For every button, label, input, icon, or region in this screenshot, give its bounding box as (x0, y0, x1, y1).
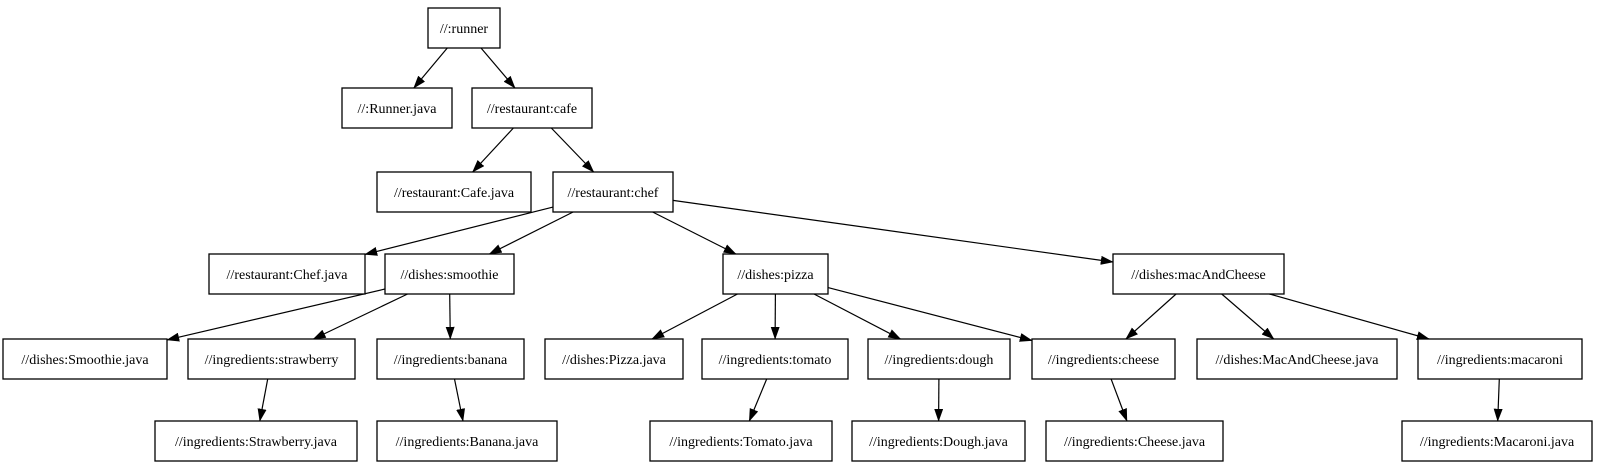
edge-smoothie-to-banana (445, 293, 455, 340)
edge-cheese-to-cheese-java (1110, 378, 1128, 422)
node-dough-java: //ingredients:Dough.java (851, 420, 1026, 462)
node-label-chef-java: //restaurant:Chef.java (227, 268, 349, 283)
node-tomato: //ingredients:tomato (701, 338, 849, 380)
node-label-smoothie: //dishes:smoothie (401, 268, 499, 283)
edge-banana-to-banana-java (453, 378, 465, 422)
node-label-strawberry: //ingredients:strawberry (205, 353, 339, 368)
node-label-cheese: //ingredients:cheese (1048, 353, 1159, 368)
edge-chef-to-chef-java (364, 206, 554, 256)
node-cafe: //restaurant:cafe (471, 87, 593, 129)
node-label-banana-java: //ingredients:Banana.java (396, 435, 539, 450)
node-label-mac-and-cheese: //dishes:macAndCheese (1131, 268, 1266, 283)
edge-runner-to-runner-java (413, 47, 448, 89)
edge-pizza-to-dough (813, 293, 902, 340)
node-label-cafe-java: //restaurant:Cafe.java (394, 186, 515, 201)
node-chef: //restaurant:chef (552, 171, 674, 213)
node-pizza-java: //dishes:Pizza.java (544, 338, 684, 380)
edge-chef-to-pizza (652, 211, 737, 255)
node-label-dough: //ingredients:dough (885, 353, 994, 368)
edge-tomato-to-tomato-java (748, 378, 768, 422)
node-label-pizza-java: //dishes:Pizza.java (562, 353, 667, 368)
node-chef-java: //restaurant:Chef.java (208, 253, 366, 295)
node-label-banana: //ingredients:banana (394, 353, 508, 368)
node-label-pizza: //dishes:pizza (737, 268, 814, 283)
edge-smoothie-to-smoothie-java (166, 288, 386, 342)
edge-macaroni-to-macaroni-java (1493, 378, 1503, 422)
edge-runner-to-cafe (480, 47, 516, 89)
node-cheese: //ingredients:cheese (1031, 338, 1176, 380)
node-label-runner-java: //:Runner.java (358, 102, 438, 117)
node-macaroni-java: //ingredients:Macaroni.java (1401, 420, 1593, 462)
node-runner-java: //:Runner.java (341, 87, 453, 129)
edge-pizza-to-pizza-java (651, 293, 738, 340)
node-strawberry-java: //ingredients:Strawberry.java (154, 420, 358, 462)
edge-cafe-to-cafe-java (472, 127, 514, 173)
node-label-strawberry-java: //ingredients:Strawberry.java (175, 435, 338, 450)
node-smoothie: //dishes:smoothie (384, 253, 515, 295)
edge-chef-to-mac-and-cheese (672, 199, 1114, 265)
node-label-smoothie-java: //dishes:Smoothie.java (21, 353, 149, 368)
node-label-chef: //restaurant:chef (568, 186, 659, 201)
node-label-tomato-java: //ingredients:Tomato.java (669, 435, 813, 450)
node-label-mac-and-cheese-java: //dishes:MacAndCheese.java (1216, 353, 1380, 368)
edge-chef-to-smoothie (488, 211, 574, 255)
node-label-macaroni: //ingredients:macaroni (1437, 353, 1563, 368)
edge-smoothie-to-strawberry (312, 293, 408, 340)
node-pizza: //dishes:pizza (722, 253, 829, 295)
node-banana: //ingredients:banana (376, 338, 525, 380)
edge-cafe-to-chef (550, 127, 595, 173)
node-cheese-java: //ingredients:Cheese.java (1045, 420, 1224, 462)
node-cafe-java: //restaurant:Cafe.java (376, 171, 532, 213)
node-label-dough-java: //ingredients:Dough.java (869, 435, 1009, 450)
node-smoothie-java: //dishes:Smoothie.java (2, 338, 168, 380)
edge-mac-and-cheese-to-mac-and-cheese-java (1221, 293, 1275, 340)
node-dough: //ingredients:dough (867, 338, 1011, 380)
edge-mac-and-cheese-to-cheese (1125, 293, 1177, 340)
node-label-runner: //:runner (440, 22, 489, 37)
edge-strawberry-to-strawberry-java (257, 378, 269, 422)
node-tomato-java: //ingredients:Tomato.java (649, 420, 833, 462)
node-mac-and-cheese-java: //dishes:MacAndCheese.java (1196, 338, 1398, 380)
node-banana-java: //ingredients:Banana.java (376, 420, 558, 462)
node-label-cheese-java: //ingredients:Cheese.java (1064, 435, 1206, 450)
edge-mac-and-cheese-to-macaroni (1269, 293, 1430, 341)
node-macaroni: //ingredients:macaroni (1417, 338, 1583, 380)
node-label-cafe: //restaurant:cafe (487, 102, 577, 117)
node-label-tomato: //ingredients:tomato (719, 353, 832, 368)
node-label-macaroni-java: //ingredients:Macaroni.java (1420, 435, 1575, 450)
node-mac-and-cheese: //dishes:macAndCheese (1112, 253, 1285, 295)
node-strawberry: //ingredients:strawberry (187, 338, 356, 380)
edge-pizza-to-cheese (827, 287, 1033, 342)
node-runner: //:runner (427, 7, 501, 49)
